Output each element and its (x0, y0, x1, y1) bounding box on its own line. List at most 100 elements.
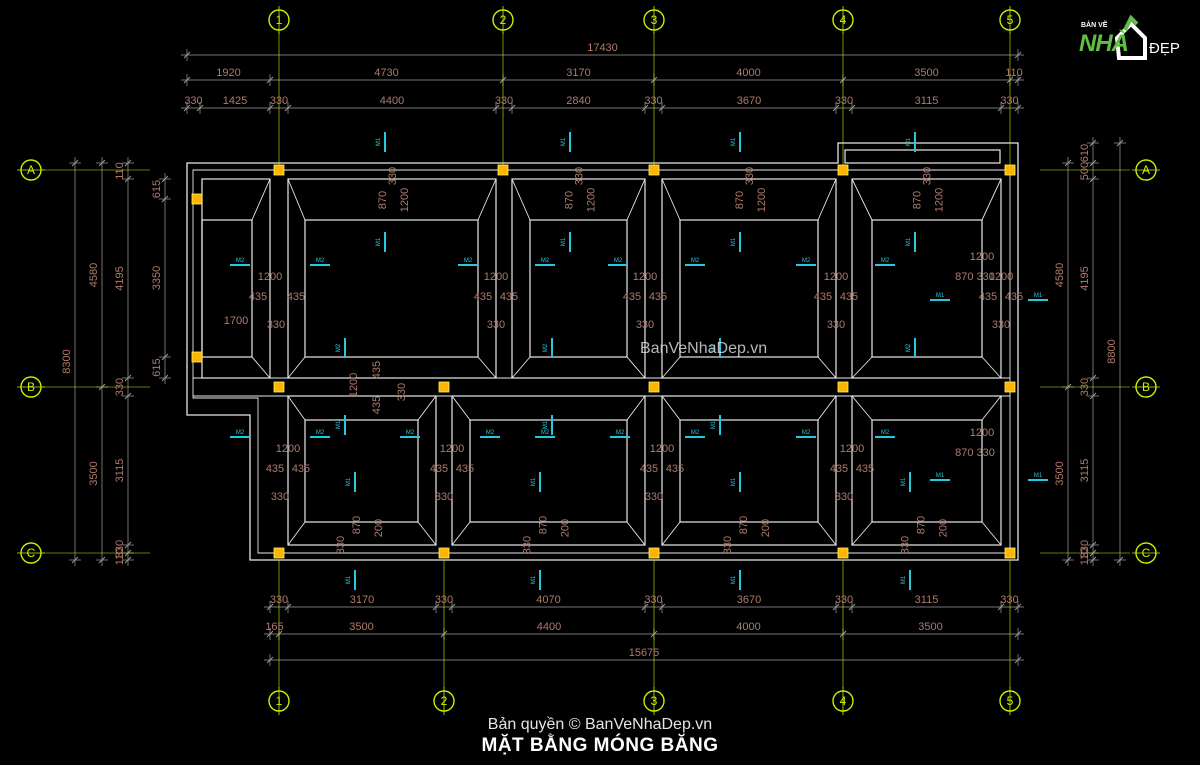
dimension-text: 1425 (223, 95, 247, 107)
dimension-text: 435 (500, 291, 518, 303)
section-mark-label: M2 (541, 430, 550, 436)
dimension-text: 615 (151, 180, 163, 198)
dimension-text: 330 (270, 95, 288, 107)
dimension-text: 110 (1079, 548, 1091, 566)
dim-slash (508, 104, 516, 112)
dim-slash (98, 556, 106, 564)
dim-slash (1014, 51, 1022, 59)
footing-slope (417, 395, 437, 421)
dimension-text: 3500 (349, 621, 373, 633)
dimension-text: 17430 (587, 42, 618, 54)
footing-inner (529, 219, 628, 358)
column-square (191, 351, 203, 363)
dimension-text: 435 (474, 291, 492, 303)
dim-slash (161, 175, 169, 183)
section-mark-label: M2 (543, 343, 549, 352)
footing-outline (287, 395, 437, 546)
footing-slope (511, 178, 531, 221)
dimension-text: 870 (377, 191, 389, 209)
section-mark-label: M2 (616, 430, 625, 436)
drawing-title: MẶT BẰNG MÓNG BĂNG (481, 735, 719, 756)
dimension-text: 4000 (736, 621, 760, 633)
footing-slope (626, 395, 646, 421)
dimension-text: 330 (1000, 594, 1018, 606)
footing-slope (851, 395, 873, 421)
footing-outline (851, 395, 1002, 546)
dim-slash (124, 159, 132, 167)
dimension-text: 435 (371, 361, 383, 379)
dimension-text: 3350 (151, 266, 163, 290)
dimension-text: 330 (267, 319, 285, 331)
dimension-text: 330 (114, 378, 126, 396)
footing-slope (981, 521, 1002, 546)
dimension-text: 870 (351, 516, 363, 534)
section-mark-label: M2 (464, 258, 473, 264)
dim-slash (1014, 630, 1022, 638)
dim-slash (266, 603, 274, 611)
dimension-text: 1200 (970, 427, 994, 439)
dimension-text: 200 (560, 519, 572, 537)
section-mark-label: M1 (346, 477, 352, 486)
dimension-text: 1700 (224, 315, 248, 327)
dimension-text: 435 (1005, 291, 1023, 303)
section-mark-label: M2 (614, 258, 623, 264)
footing-slope (981, 356, 1002, 379)
dimension-text: 1200 (586, 188, 598, 212)
dimension-text: 870 (916, 516, 928, 534)
dimension-text: 1200 (756, 188, 768, 212)
dimension-text: 330 (396, 383, 408, 401)
dimension-text: 8800 (1106, 339, 1118, 363)
dimension-text: 870 330 (955, 271, 995, 283)
dim-slash (161, 374, 169, 382)
dimension-text: 1200 (650, 443, 674, 455)
dimension-text: 1200 (348, 373, 360, 397)
watermark: BanVeNhaDep.vn (640, 340, 768, 357)
dim-slash (124, 374, 132, 382)
dimension-text: 435 (456, 463, 474, 475)
dimension-text: 4070 (536, 594, 560, 606)
column-square (837, 381, 849, 393)
section-mark-label: M2 (881, 258, 890, 264)
section-mark-label: M2 (802, 258, 811, 264)
footing-outline (661, 178, 837, 379)
dimension-lines (69, 49, 1126, 666)
footing-slope (287, 395, 306, 421)
section-mark-label: M1 (936, 293, 945, 299)
dim-slash (161, 195, 169, 203)
dim-slash (848, 603, 856, 611)
dimension-text: 1200 (276, 443, 300, 455)
dim-slash (832, 104, 840, 112)
dimension-text: 4400 (537, 621, 561, 633)
dim-slash (1014, 656, 1022, 664)
dimension-text: 435 (430, 463, 448, 475)
dimension-text: 3500 (1054, 461, 1066, 485)
dim-slash (196, 104, 204, 112)
section-mark-label: M2 (691, 258, 700, 264)
inner-wall (192, 169, 1011, 554)
dimension-text: 3115 (915, 594, 939, 606)
dimension-text: 330 (744, 167, 756, 185)
dimension-text: 330 (644, 594, 662, 606)
dimension-text: 870 (912, 191, 924, 209)
dimension-text: 435 (814, 291, 832, 303)
dimension-text: 435 (292, 463, 310, 475)
dimension-text: 1200 (258, 271, 282, 283)
section-mark-label: M1 (906, 237, 912, 246)
dim-slash (1014, 104, 1022, 112)
footing-slope (251, 178, 271, 221)
dimension-text: 330 (922, 167, 934, 185)
section-mark-label: M2 (691, 430, 700, 436)
dimension-text: 330 (1079, 378, 1091, 396)
dimension-text: 435 (287, 291, 305, 303)
dimension-text: 435 (249, 291, 267, 303)
house-logo-icon (1114, 14, 1147, 60)
footing-slope (511, 356, 531, 379)
section-mark-label: M2 (711, 343, 717, 352)
footing-slope (251, 356, 271, 379)
dimension-text: 3115 (915, 95, 939, 107)
dimension-text: 870 330 (955, 447, 995, 459)
dimension-text: 435 (371, 396, 383, 414)
dimension-text: 330 (387, 167, 399, 185)
dimension-text: 3115 (1079, 459, 1091, 483)
dim-slash (124, 175, 132, 183)
